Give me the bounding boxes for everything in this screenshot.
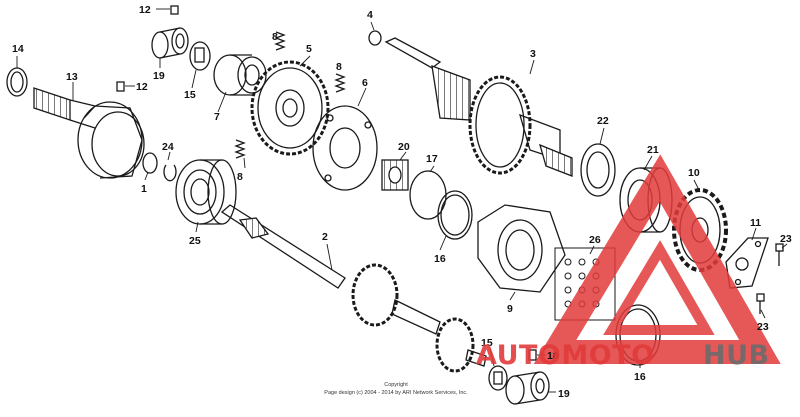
part-label-16a: 16	[434, 253, 446, 265]
part-24-clip	[163, 164, 177, 182]
part-label-10: 10	[688, 167, 700, 179]
part-label-13: 13	[66, 71, 78, 83]
copyright-title: Copyright	[384, 382, 408, 388]
part-labels: 14 13 12 12 19 15 7 8 5 8 6 4 3 22 21 10…	[12, 4, 792, 400]
part-23-bolt-lower	[756, 293, 765, 314]
part-label-15b: 15	[481, 337, 493, 349]
part-label-16b: 16	[634, 371, 646, 383]
part-8-spring-c	[234, 139, 246, 159]
part-12-pin-lower	[116, 81, 125, 92]
part-label-19b: 19	[558, 388, 570, 400]
part-1-ring	[142, 152, 158, 174]
part-8-spring-b	[334, 73, 346, 93]
part-label-5: 5	[306, 43, 312, 55]
part-label-25: 25	[189, 235, 201, 247]
part-label-9: 9	[507, 303, 513, 315]
part-label-6: 6	[362, 77, 368, 89]
watermark-text-automoto: AUTOMOTO	[476, 340, 655, 371]
part-13-shaft-drum	[33, 87, 145, 179]
part-15-washer-upper	[189, 41, 211, 71]
part-2-main-shaft	[220, 204, 487, 373]
part-18-pin	[528, 349, 537, 361]
part-label-18: 18	[547, 350, 559, 362]
part-22-oil-seal	[580, 143, 616, 197]
part-7-collar	[213, 54, 267, 96]
part-label-3: 3	[530, 48, 536, 60]
part-label-20: 20	[398, 141, 410, 153]
part-label-1: 1	[141, 183, 147, 195]
part-label-22: 22	[597, 115, 609, 127]
part-label-26: 26	[589, 234, 601, 246]
part-label-8c: 8	[237, 171, 243, 183]
part-20-needle-cage	[381, 159, 409, 191]
part-9-housing	[477, 204, 566, 293]
part-label-11: 11	[750, 217, 761, 229]
part-14-seal-ring	[6, 67, 28, 97]
part-label-12a: 12	[139, 4, 151, 16]
part-label-2: 2	[322, 231, 328, 243]
part-label-17: 17	[426, 153, 438, 165]
part-label-8a: 8	[272, 31, 278, 43]
part-label-23a: 23	[780, 233, 792, 245]
copyright-block: Copyright Page design (c) 2004 - 2014 by…	[324, 382, 468, 396]
part-5-gear	[250, 60, 330, 156]
leader-lines	[16, 8, 788, 393]
part-25-ball-bearing	[175, 159, 237, 225]
part-label-8b: 8	[336, 61, 342, 73]
part-3-countershaft	[384, 37, 573, 177]
part-label-14: 14	[12, 43, 24, 55]
part-label-12b: 12	[136, 81, 148, 93]
part-23-bolt-upper	[775, 243, 784, 266]
part-label-4: 4	[367, 9, 373, 21]
part-19-bearing-upper	[151, 27, 189, 59]
part-19-bearing-lower	[505, 371, 550, 405]
part-6-flange-plate	[312, 105, 378, 191]
part-15-washer-lower	[488, 365, 508, 391]
copyright-notice: Page design (c) 2004 - 2014 by ARI Netwo…	[324, 390, 468, 396]
part-16-oring-upper	[437, 190, 473, 240]
part-8-spring-a	[274, 31, 286, 51]
watermark-text-hub: HUB	[703, 340, 770, 371]
part-label-21: 21	[647, 144, 659, 156]
part-12-pin-upper	[170, 5, 179, 15]
watermark-text: AUTOMOTO HUB	[476, 340, 770, 371]
part-label-19a: 19	[153, 70, 165, 82]
part-label-15a: 15	[184, 89, 196, 101]
part-label-24: 24	[162, 141, 174, 153]
part-4-cap	[368, 30, 382, 46]
watermark-logo	[533, 154, 781, 364]
part-label-23b: 23	[757, 321, 769, 333]
part-label-7: 7	[214, 111, 220, 123]
